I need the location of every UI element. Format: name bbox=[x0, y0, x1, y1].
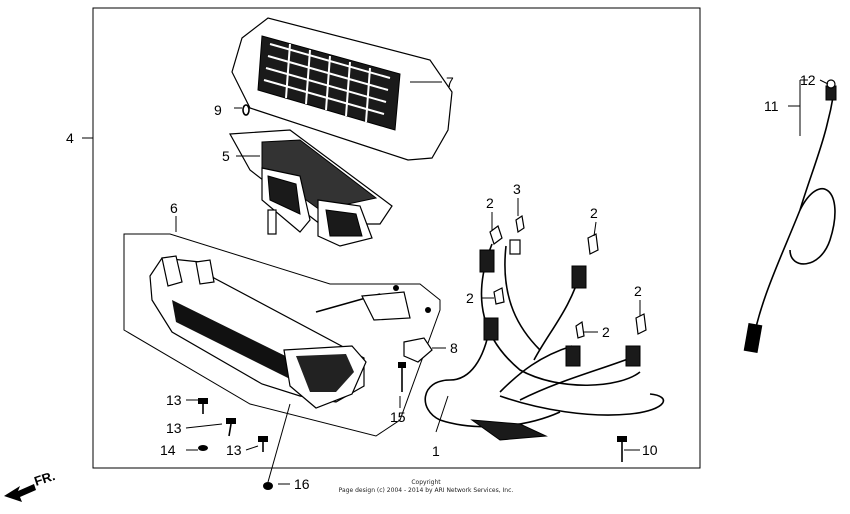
callout-13b: 13 bbox=[166, 420, 182, 436]
wire-harness-part bbox=[424, 239, 665, 441]
callout-16: 16 bbox=[294, 476, 310, 492]
callout-14: 14 bbox=[160, 442, 176, 458]
bulb-parts bbox=[489, 214, 647, 339]
callout-10: 10 bbox=[642, 442, 658, 458]
copyright-notice: Page design (c) 2004 - 2014 by ARI Netwo… bbox=[339, 487, 514, 494]
ring-part bbox=[242, 104, 250, 116]
leader-lines bbox=[82, 79, 829, 485]
front-direction-indicator: FR. bbox=[4, 468, 57, 502]
callout-1: 1 bbox=[432, 443, 440, 459]
front-label: FR. bbox=[32, 468, 57, 489]
callout-3: 3 bbox=[513, 181, 521, 197]
callout-13c: 13 bbox=[226, 442, 242, 458]
callout-7: 7 bbox=[446, 74, 454, 90]
callout-2c: 2 bbox=[466, 290, 474, 306]
callout-5: 5 bbox=[222, 148, 230, 164]
callout-2b: 2 bbox=[590, 205, 598, 221]
callout-2a: 2 bbox=[486, 195, 494, 211]
callout-9: 9 bbox=[214, 102, 222, 118]
meter-case-part bbox=[123, 233, 441, 437]
callout-15: 15 bbox=[390, 409, 406, 425]
callout-8: 8 bbox=[450, 340, 458, 356]
clamp-part bbox=[403, 337, 433, 363]
callout-2d: 2 bbox=[602, 324, 610, 340]
small-fasteners bbox=[315, 285, 431, 321]
callout-12: 12 bbox=[800, 72, 816, 88]
speedometer-cable-part bbox=[743, 79, 837, 354]
case-screws bbox=[198, 398, 291, 490]
assembly-frame bbox=[92, 7, 701, 469]
copyright-title: Copyright bbox=[411, 479, 441, 486]
meter-base-part bbox=[229, 129, 393, 247]
meter-cover-part bbox=[231, 17, 453, 161]
callout-13a: 13 bbox=[166, 392, 182, 408]
callout-2e: 2 bbox=[634, 283, 642, 299]
callout-11: 11 bbox=[764, 98, 779, 114]
callout-4: 4 bbox=[66, 130, 74, 146]
front-arrow-icon bbox=[4, 484, 36, 502]
callout-6: 6 bbox=[170, 200, 178, 216]
